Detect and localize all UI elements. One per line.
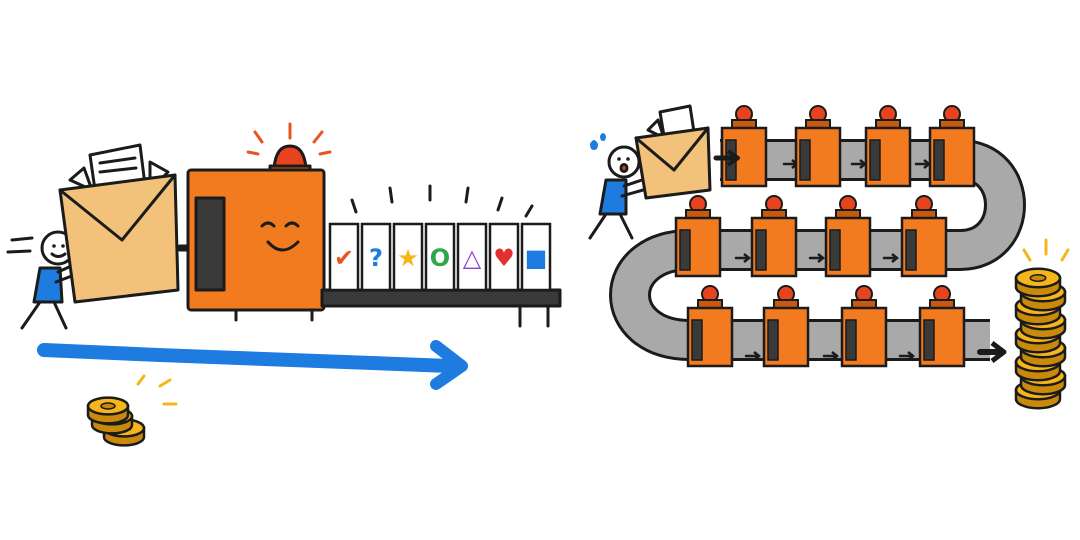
right-panel — [588, 104, 1070, 410]
output-card: ✔ — [328, 222, 360, 292]
sparkle-lines-icon — [350, 184, 534, 218]
exit-arrow-icon — [977, 341, 1007, 363]
coin-icon — [86, 396, 130, 425]
left-panel: ✔? ★ O △ ♥ ■ — [6, 122, 562, 447]
envelope-icon — [58, 143, 180, 304]
mini-machine — [720, 105, 768, 188]
coin-stack-small — [86, 396, 146, 447]
mini-machine — [674, 195, 722, 278]
coin-icon — [1014, 267, 1062, 298]
alarm-light-icon — [246, 122, 332, 176]
heart-icon: ♥ — [493, 244, 515, 272]
mini-machine — [840, 285, 888, 368]
processing-machine — [186, 122, 332, 322]
output-card: ★ — [392, 222, 424, 292]
track-arrow-icon — [808, 253, 826, 263]
machine-face-icon — [260, 221, 300, 252]
worker-figure-left — [20, 230, 84, 330]
progress-arrow-icon — [37, 340, 468, 390]
output-card: △ — [456, 222, 488, 292]
output-card: ♥ — [488, 222, 520, 292]
triangle-icon: △ — [463, 244, 482, 272]
motion-lines-icon — [6, 236, 34, 254]
machine-grid — [674, 105, 976, 368]
track-arrow-icon — [822, 351, 840, 361]
mini-machine — [928, 105, 976, 188]
output-card-row: ✔? ★ O △ ♥ ■ — [328, 222, 552, 292]
star-icon: ★ — [397, 244, 419, 272]
output-card: ■ — [520, 222, 552, 292]
mini-machine — [864, 105, 912, 188]
mini-machine — [686, 285, 734, 368]
coin-sparkle-icon — [136, 374, 178, 406]
check-icon: ✔ — [334, 244, 354, 272]
entry-arrow-icon — [713, 149, 740, 167]
output-card: O — [424, 222, 456, 292]
coin-stack-tall — [1014, 267, 1067, 410]
circle-icon: O — [430, 244, 450, 272]
square-icon: ■ — [525, 244, 548, 272]
output-conveyor — [320, 288, 562, 328]
mini-machine — [900, 195, 948, 278]
track-arrow-icon — [744, 351, 762, 361]
sweat-drop-icon — [590, 133, 606, 150]
mini-machine — [762, 285, 810, 368]
track-arrows — [734, 159, 932, 361]
coin-sparkle-icon-right — [1022, 238, 1070, 262]
mini-machine — [824, 195, 872, 278]
envelope-icon-right — [634, 104, 712, 200]
mini-machine — [918, 285, 966, 368]
track-arrow-icon — [898, 351, 916, 361]
track-arrow-icon — [882, 253, 900, 263]
mini-machine — [750, 195, 798, 278]
question-icon: ? — [369, 244, 383, 272]
mini-machine — [794, 105, 842, 188]
track-arrow-icon — [734, 253, 752, 263]
output-card: ? — [360, 222, 392, 292]
